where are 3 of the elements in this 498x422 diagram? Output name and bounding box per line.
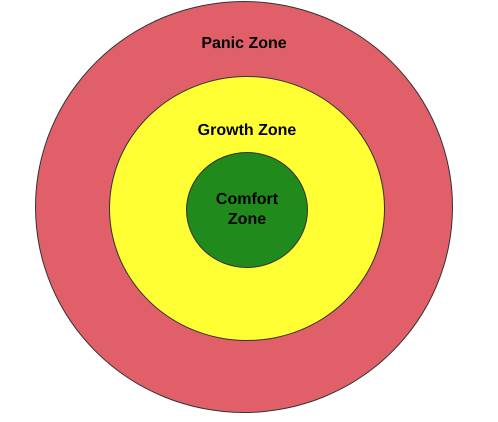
zone-label: Panic Zone <box>201 34 287 54</box>
zone-label: Comfort Zone <box>214 190 280 230</box>
zone-label: Growth Zone <box>198 121 296 141</box>
